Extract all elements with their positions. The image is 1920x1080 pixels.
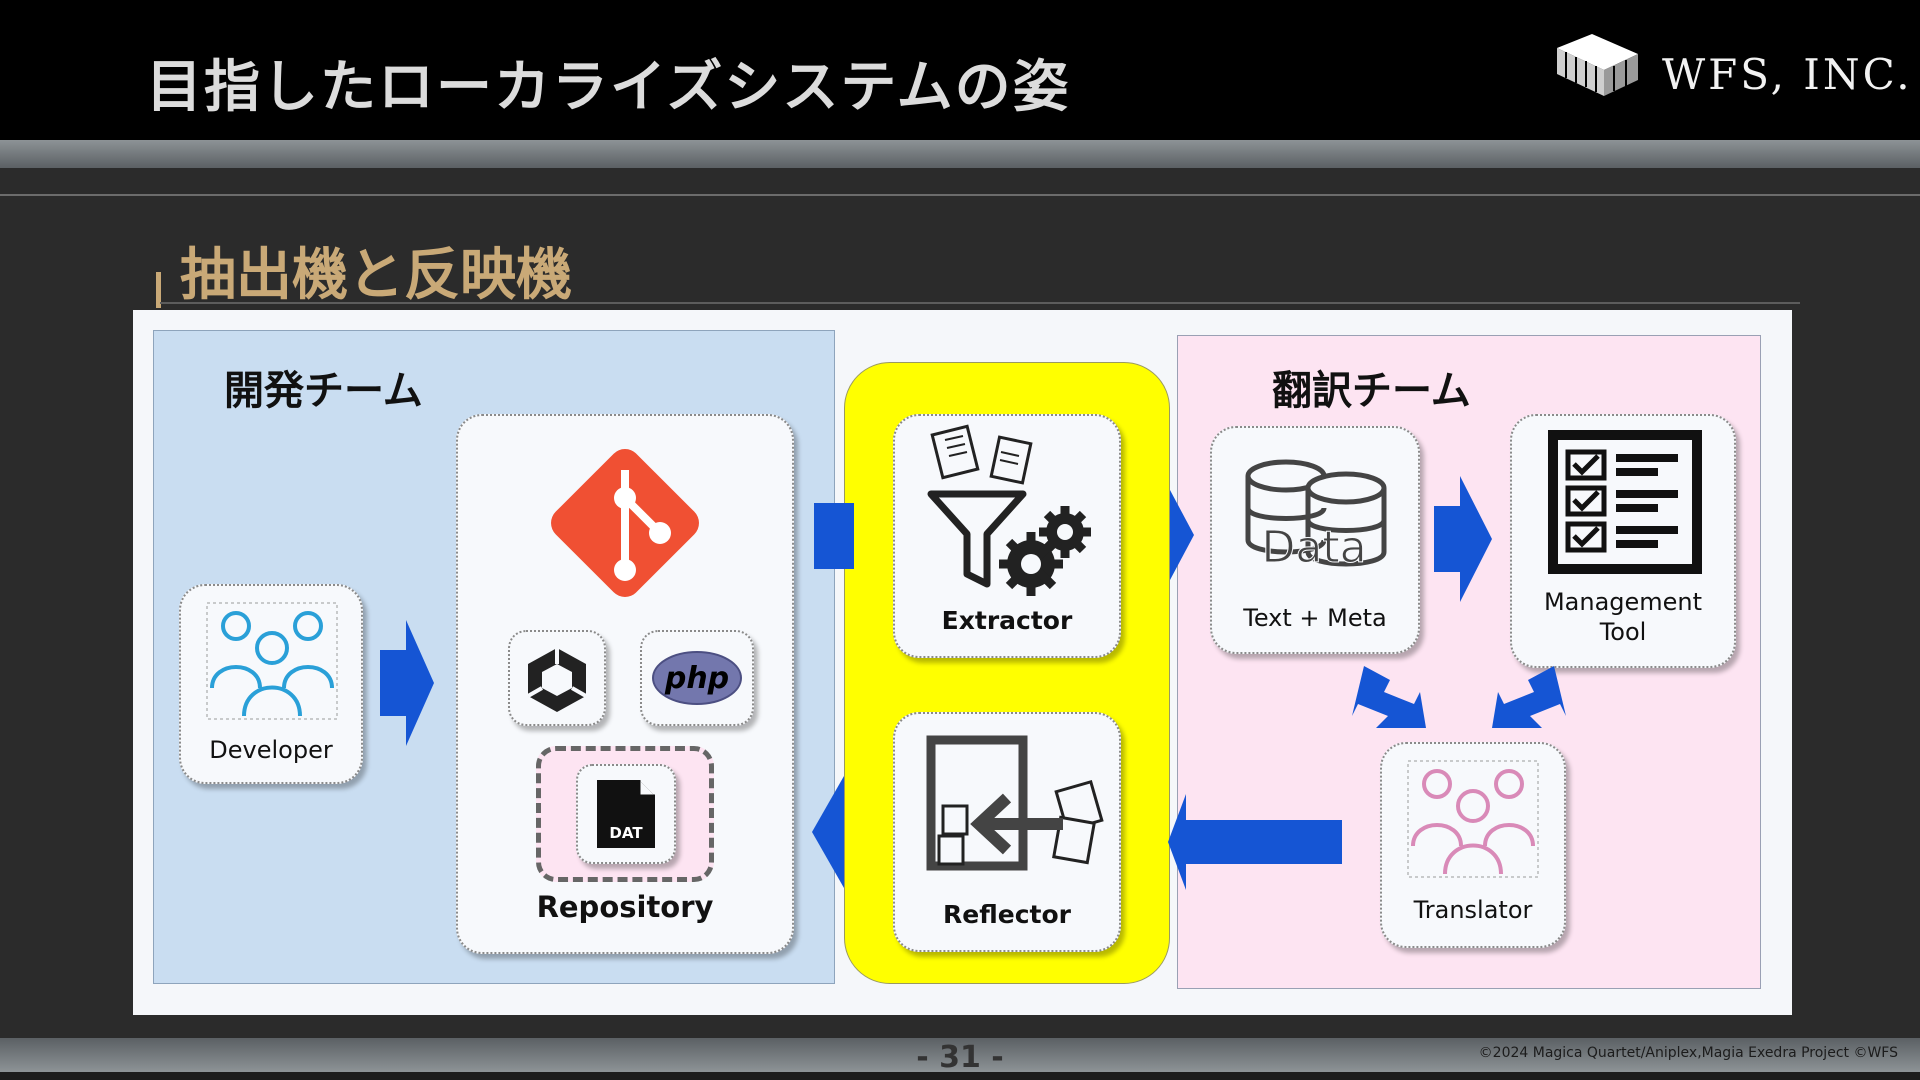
developer-label: Developer: [209, 736, 333, 764]
developer-group-icon: [206, 602, 338, 720]
logo-text: WFS, INC.: [1662, 50, 1913, 99]
extractor-card: Extractor: [893, 414, 1121, 658]
database-text: Data: [1261, 522, 1366, 573]
ornate-frame-top: [0, 140, 1920, 168]
arrow-reflector-to-repo: [812, 776, 844, 888]
page-title: 目指したローカライズシステムの姿: [146, 55, 1071, 120]
git-icon: [551, 449, 699, 597]
php-icon: php: [652, 651, 742, 705]
arrow-translator-to-reflector: [1168, 794, 1342, 890]
text-meta-card: Data Text + Meta: [1210, 426, 1420, 654]
section-title: 抽出機と反映機: [180, 243, 572, 308]
arrow-data-to-translator: [1352, 666, 1426, 728]
dat-file-icon: DAT: [597, 780, 655, 848]
checklist-icon: [1548, 430, 1702, 574]
frame-bottom-line: [0, 1072, 1920, 1080]
page-number: - 31 -: [916, 1040, 1004, 1075]
arrow-developer-to-repo: [380, 620, 434, 746]
arrow-data-to-management: [1434, 476, 1492, 602]
unity-card: [508, 630, 606, 726]
translation-team-label: 翻訳チーム: [1272, 368, 1471, 414]
company-logo: WFS, INC.: [1552, 30, 1910, 110]
repository-label: Repository: [536, 890, 714, 924]
translator-card: Translator: [1380, 742, 1566, 948]
reflector-label: Reflector: [943, 900, 1071, 929]
management-tool-card: Management Tool: [1510, 414, 1736, 668]
dat-file-card: DAT: [576, 764, 676, 864]
section-title-rule: [160, 302, 1800, 304]
wfs-logo-icon: [1557, 34, 1638, 96]
translator-label: Translator: [1413, 896, 1533, 924]
reflector-arrow-icon: [926, 735, 1104, 871]
php-logo-text: php: [664, 661, 729, 696]
arrow-management-to-translator: [1492, 666, 1566, 728]
arrow-extractor-to-data: [1170, 490, 1194, 580]
extractor-funnel-gears-icon: [927, 424, 1091, 596]
extractor-label: Extractor: [941, 606, 1073, 635]
reflector-card: Reflector: [893, 712, 1121, 952]
copyright-notice: ©2024 Magica Quartet/Aniplex,Magia Exedr…: [1478, 1045, 1898, 1061]
arrow-repo-to-extractor: [814, 503, 854, 569]
text-meta-label: Text + Meta: [1243, 604, 1387, 632]
database-icon: Data: [1245, 459, 1387, 574]
unity-icon: [527, 648, 587, 712]
dat-file-text: DAT: [609, 824, 643, 842]
header-bar: 目指したローカライズシステムの姿 WFS, INC.: [0, 0, 1920, 140]
developer-card: Developer: [179, 584, 363, 784]
php-card: php: [640, 630, 754, 726]
section-title-accent: [156, 272, 161, 308]
management-tool-label-line2: Tool: [1599, 618, 1647, 646]
repository-card: php DAT Repository: [456, 414, 794, 954]
frame-divider: [0, 194, 1920, 196]
translator-group-icon: [1407, 760, 1539, 878]
dev-team-label: 開発チーム: [224, 368, 423, 414]
management-tool-label-line1: Management: [1543, 588, 1703, 616]
ornate-frame-bottom: [0, 1038, 1920, 1072]
